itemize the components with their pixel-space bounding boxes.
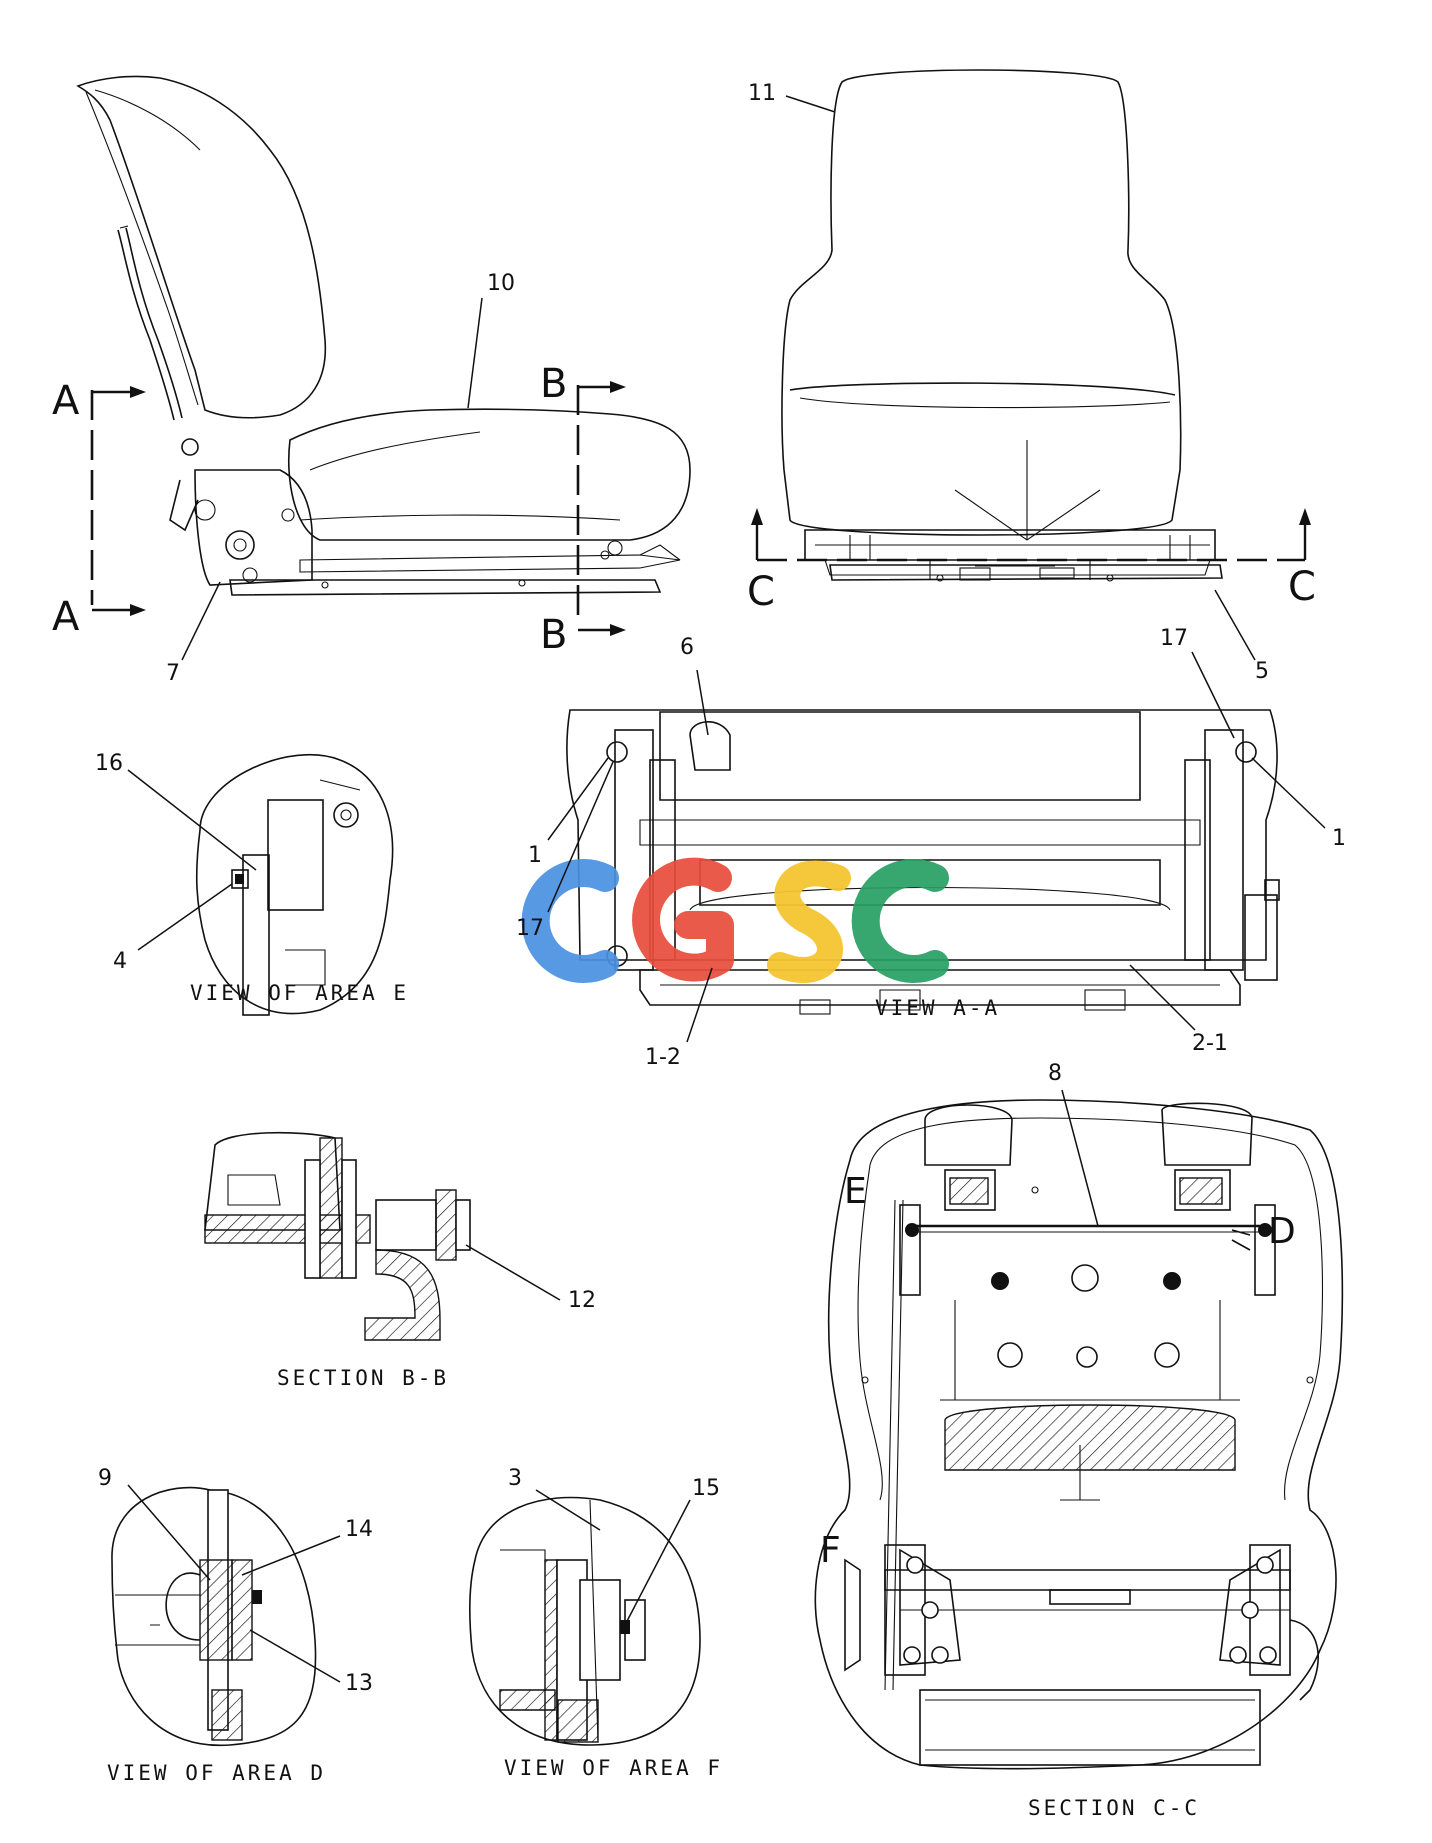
section-c-right-letter: C bbox=[1288, 564, 1316, 610]
callout-9: 9 bbox=[98, 1466, 211, 1581]
view-area-e bbox=[195, 754, 394, 1016]
area-e-marker: E bbox=[844, 1171, 867, 1212]
section-b-marker: B B bbox=[540, 361, 626, 658]
svg-text:1-2: 1-2 bbox=[645, 1045, 681, 1070]
seat-front-view bbox=[781, 69, 1223, 582]
svg-text:17: 17 bbox=[1160, 626, 1188, 651]
svg-text:13: 13 bbox=[345, 1671, 373, 1696]
section-b-top-letter: B bbox=[540, 361, 567, 407]
svg-text:11: 11 bbox=[748, 81, 776, 106]
caption-section-c-c: SECTION C-C bbox=[1028, 1796, 1200, 1820]
seat-side-view bbox=[76, 75, 691, 596]
caption-view-a-a: VIEW A-A bbox=[875, 996, 1000, 1020]
svg-text:14: 14 bbox=[345, 1517, 373, 1542]
view-area-d bbox=[111, 1486, 317, 1747]
svg-text:1: 1 bbox=[1332, 826, 1346, 851]
svg-text:9: 9 bbox=[98, 1466, 112, 1491]
svg-text:10: 10 bbox=[487, 271, 515, 296]
callout-12: 12 bbox=[465, 1244, 596, 1313]
svg-text:1: 1 bbox=[528, 843, 542, 868]
svg-text:3: 3 bbox=[508, 1466, 522, 1491]
view-a-a bbox=[566, 709, 1280, 1015]
callout-17-left: 17 bbox=[516, 761, 614, 941]
section-b-b bbox=[204, 1131, 471, 1341]
area-f-marker: F bbox=[820, 1530, 841, 1571]
callout-2-1: 2-1 bbox=[1129, 964, 1228, 1056]
section-a-bottom-letter: A bbox=[52, 594, 80, 640]
svg-text:6: 6 bbox=[680, 635, 694, 660]
callout-13: 13 bbox=[249, 1629, 373, 1696]
svg-text:12: 12 bbox=[568, 1288, 596, 1313]
caption-view-area-e: VIEW OF AREA E bbox=[190, 981, 409, 1005]
callout-14: 14 bbox=[241, 1517, 373, 1576]
section-c-left-letter: C bbox=[747, 569, 775, 615]
callout-15: 15 bbox=[624, 1476, 720, 1626]
section-b-bottom-letter: B bbox=[540, 612, 567, 658]
area-d-marker: D bbox=[1268, 1211, 1296, 1252]
callout-1-left: 1 bbox=[528, 757, 609, 868]
callout-8: 8 bbox=[1048, 1061, 1099, 1227]
callout-1-2: 1-2 bbox=[645, 967, 713, 1070]
section-c-marker: C C bbox=[747, 508, 1316, 615]
section-a-top-letter: A bbox=[52, 378, 80, 424]
svg-text:15: 15 bbox=[692, 1476, 720, 1501]
caption-view-area-f: VIEW OF AREA F bbox=[504, 1756, 723, 1780]
svg-text:7: 7 bbox=[166, 661, 180, 686]
section-c-c bbox=[814, 1099, 1344, 1770]
svg-text:8: 8 bbox=[1048, 1061, 1062, 1086]
callout-1-right: 1 bbox=[1251, 757, 1346, 851]
svg-text:5: 5 bbox=[1255, 659, 1269, 684]
callout-11: 11 bbox=[748, 81, 836, 113]
callout-7: 7 bbox=[166, 581, 221, 686]
view-area-f bbox=[469, 1496, 701, 1746]
callout-5: 5 bbox=[1214, 589, 1269, 684]
callout-17-right: 17 bbox=[1160, 626, 1235, 739]
callout-6: 6 bbox=[680, 635, 709, 736]
callout-16: 16 bbox=[95, 751, 257, 871]
svg-text:17: 17 bbox=[516, 916, 544, 941]
svg-text:4: 4 bbox=[113, 949, 127, 974]
svg-text:2-1: 2-1 bbox=[1192, 1031, 1228, 1056]
callout-3: 3 bbox=[508, 1466, 601, 1531]
callout-4: 4 bbox=[113, 883, 233, 974]
svg-text:16: 16 bbox=[95, 751, 123, 776]
cgsc-watermark bbox=[521, 857, 949, 983]
caption-view-area-d: VIEW OF AREA D bbox=[107, 1761, 326, 1785]
caption-section-b-b: SECTION B-B bbox=[277, 1366, 449, 1390]
callout-10: 10 bbox=[467, 271, 515, 409]
section-a-marker: A A bbox=[52, 378, 146, 640]
